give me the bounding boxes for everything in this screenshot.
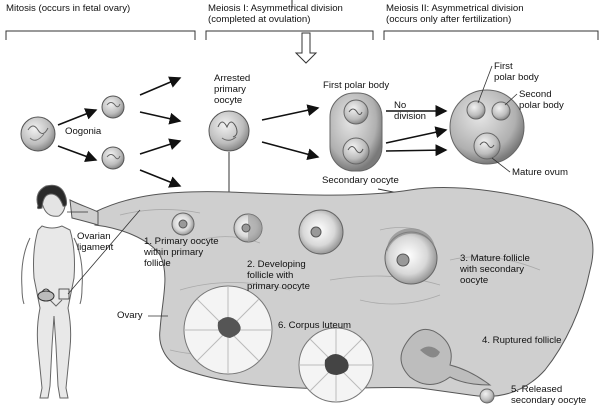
stage5-label: 5. Released secondary oocyte xyxy=(511,384,587,406)
developing-follicle xyxy=(298,209,344,255)
stage2-label: 2. Developing follicle with primary oocy… xyxy=(247,259,310,292)
ovary-label: Ovary xyxy=(117,310,143,321)
first-polar-body-label: First polar body xyxy=(323,80,390,91)
open-down-arrow xyxy=(294,32,318,64)
meiosis2-header: Meiosis II: Asymmetrical division (occur… xyxy=(386,3,524,25)
oogonia-label: Oogonia xyxy=(65,126,102,137)
stage1-label: 1. Primary oocyte within primary follicl… xyxy=(144,236,219,269)
meiosis1-bracket xyxy=(205,30,374,40)
corpus-luteum-small xyxy=(298,327,374,403)
arrested-primary-oocyte xyxy=(208,110,250,152)
arrested-primary-oocyte-label: Arrested primary oocyte xyxy=(214,73,251,106)
stage4-label: 4. Ruptured follicle xyxy=(482,335,562,346)
stage6-label: 6. Corpus luteum xyxy=(278,320,352,331)
stage3-label: 3. Mature follicle with secondary oocyte xyxy=(460,253,530,286)
no-division-label: No division xyxy=(394,100,426,122)
mitosis-header: Mitosis (occurs in fetal ovary) xyxy=(6,3,131,14)
mature-ovum-cell xyxy=(449,89,525,165)
secondary-oocyte-label: Secondary oocyte xyxy=(322,175,399,186)
meiosis2-arrows xyxy=(385,105,448,157)
second-polar-body-label: Second polar body xyxy=(519,89,564,111)
oogonium-cell-large xyxy=(20,116,56,152)
ovary-leader-lines xyxy=(67,209,168,317)
developing-follicle-small xyxy=(233,213,263,243)
mature-ovum-label: Mature ovum xyxy=(512,167,568,178)
first-division-cell xyxy=(329,92,383,172)
mature-follicle xyxy=(384,228,438,285)
corpus-luteum-large xyxy=(183,285,273,375)
female-figure xyxy=(21,184,83,399)
meiosis1-arrows xyxy=(261,104,320,161)
ligament-band xyxy=(69,199,99,226)
primary-follicle xyxy=(171,212,195,236)
oogonium-cell-bottom xyxy=(101,146,125,170)
mitosis-bracket xyxy=(5,30,196,40)
ovum-leader-lines xyxy=(477,65,518,173)
meiosis1-header: Meiosis I: Asymmetrical division (comple… xyxy=(208,3,343,25)
mitosis-arrows xyxy=(57,76,182,188)
ruptured-follicle xyxy=(400,328,492,386)
meiosis2-bracket xyxy=(383,30,599,40)
first-polar-body-2-label: First polar body xyxy=(494,61,539,83)
oogonium-cell-top xyxy=(101,95,125,119)
ovarian-ligament-label: Ovarian ligament xyxy=(77,231,114,253)
released-oocyte xyxy=(479,388,495,404)
